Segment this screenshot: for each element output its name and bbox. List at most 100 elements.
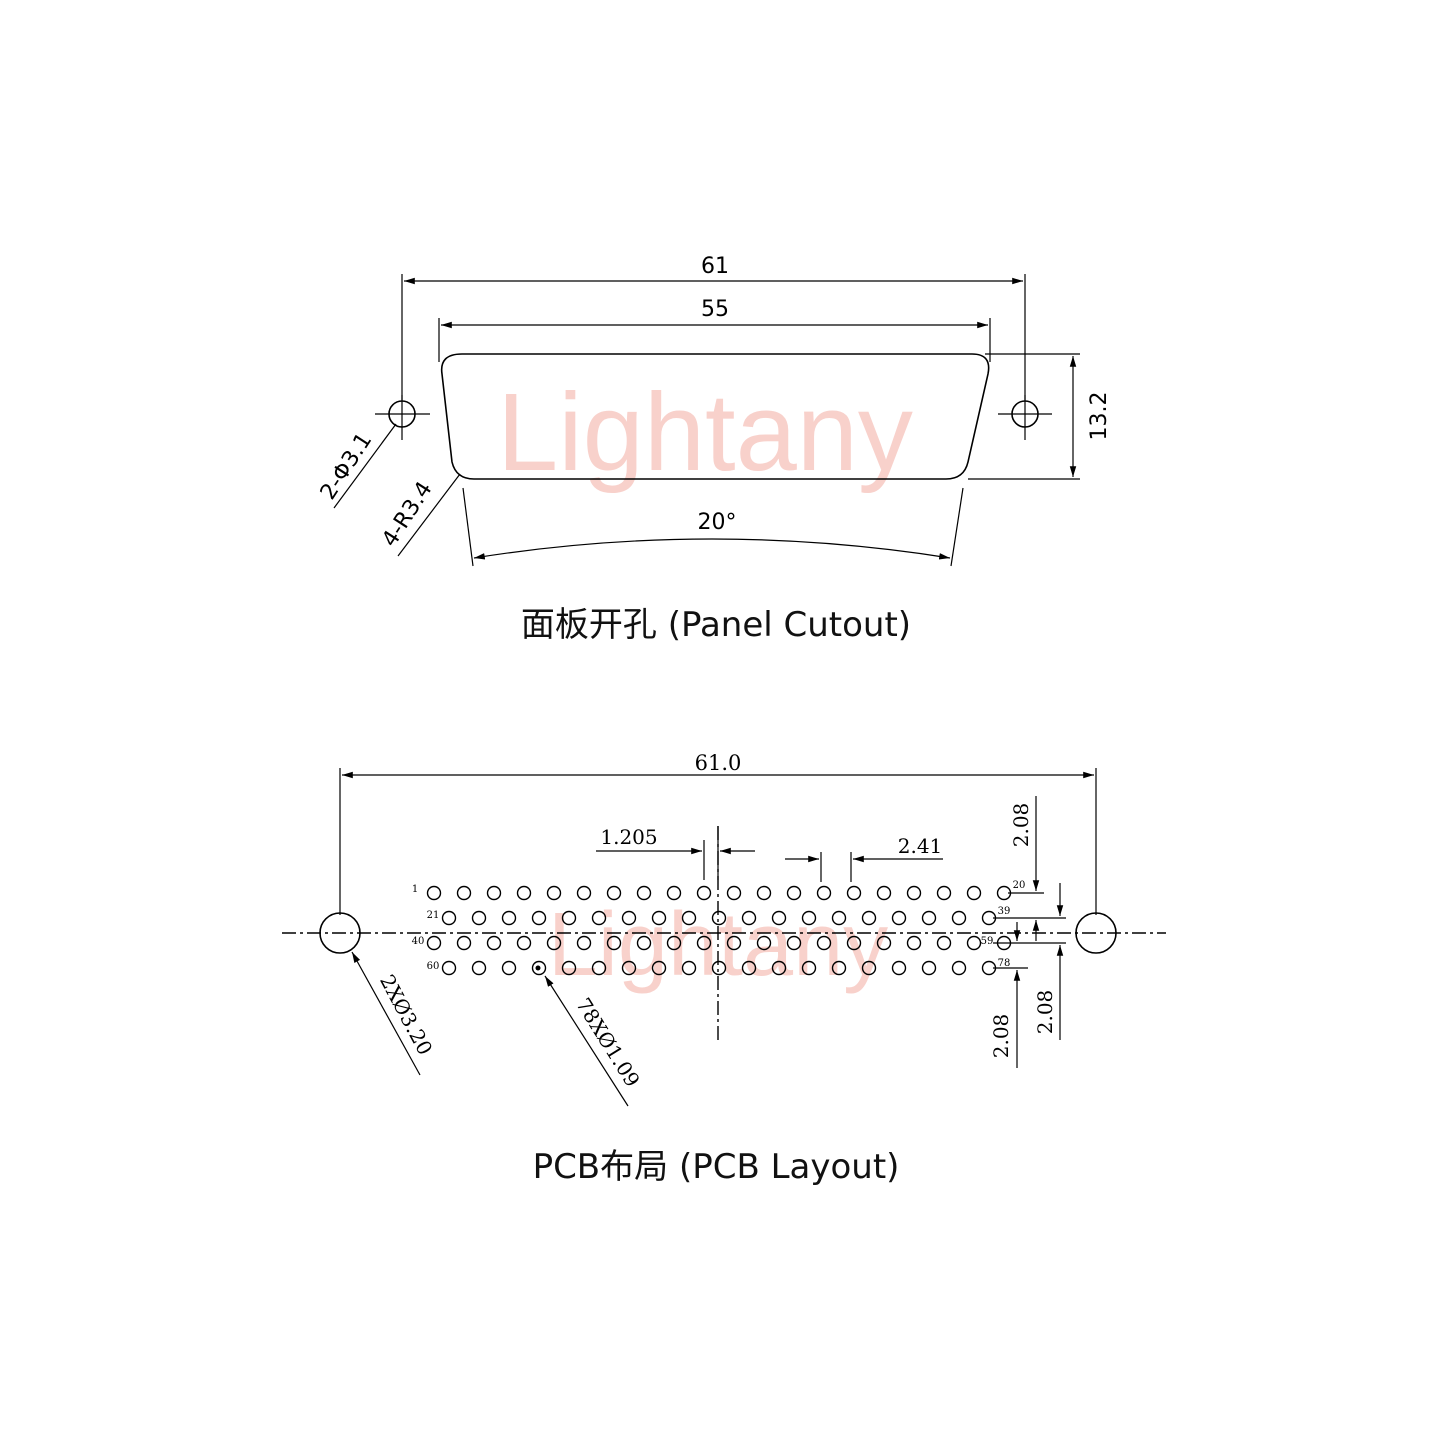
pin-hole-50 <box>726 935 742 951</box>
panel-dim-61: 61 <box>701 254 729 279</box>
panel-cutout-drawing: Lightany 61 55 13.2 2-Φ3.1 4-R3.4 <box>316 254 1112 645</box>
panel-dim-angle: 20° <box>698 510 737 535</box>
pin-hole-57 <box>936 935 952 951</box>
panel-angle-ext-left <box>462 487 474 567</box>
pin-hole-70 <box>741 960 757 976</box>
pin-hole-66 <box>621 960 637 976</box>
pin-hole-33 <box>801 910 817 926</box>
panel-note-radius: 4-R3.4 <box>377 477 437 551</box>
pin-hole-35 <box>861 910 877 926</box>
pin-hole-42 <box>486 935 502 951</box>
pin-hole-14 <box>816 885 832 901</box>
pin-hole-10 <box>696 885 712 901</box>
row-label-20: 20 <box>1013 880 1026 891</box>
pin-hole-36 <box>891 910 907 926</box>
pin-hole-56 <box>906 935 922 951</box>
pin-hole-61 <box>471 960 487 976</box>
pcb-caption: PCB布局 (PCB Layout) <box>533 1147 900 1187</box>
pin-hole-27 <box>621 910 637 926</box>
pcb-dim-2-08-top: 2.08 <box>1009 803 1033 848</box>
panel-watermark: Lightany <box>497 371 913 494</box>
pin-hole-18 <box>936 885 952 901</box>
pin-hole-25 <box>561 910 577 926</box>
pin-hole-60 <box>441 960 457 976</box>
pin-hole-26 <box>591 910 607 926</box>
pin-hole-54 <box>846 935 862 951</box>
pcb-dim-2-41: 2.41 <box>898 834 943 858</box>
panel-caption: 面板开孔 (Panel Cutout) <box>521 605 911 645</box>
pin-hole-72 <box>801 960 817 976</box>
pin-hole-68 <box>681 960 697 976</box>
pcb-mount-leader <box>351 951 421 1076</box>
pin-hole-31 <box>741 910 757 926</box>
pin-hole-67 <box>651 960 667 976</box>
pin-hole-77 <box>951 960 967 976</box>
pin-hole-13 <box>786 885 802 901</box>
pin-hole-34 <box>831 910 847 926</box>
pin-hole-29 <box>681 910 697 926</box>
pin-hole-51 <box>756 935 772 951</box>
pin-hole-1 <box>426 885 442 901</box>
pin-hole-22 <box>471 910 487 926</box>
pin-hole-2 <box>456 885 472 901</box>
row-label-1: 1 <box>412 884 418 895</box>
pin-hole-74 <box>861 960 877 976</box>
pin-hole-46 <box>606 935 622 951</box>
panel-cutout-outline <box>440 353 990 480</box>
row-label-60: 60 <box>427 961 440 972</box>
pcb-mount-hole-right <box>1075 912 1117 954</box>
pin-hole-73 <box>831 960 847 976</box>
pcb-dim-2-08-bottom-left: 2.08 <box>989 1014 1013 1059</box>
pin-hole-32 <box>771 910 787 926</box>
pin-hole-45 <box>576 935 592 951</box>
pin-hole-52 <box>786 935 802 951</box>
row-label-21: 21 <box>427 910 440 921</box>
pin-hole-8 <box>636 885 652 901</box>
pin-hole-5 <box>546 885 562 901</box>
pcb-pin-grid <box>426 885 1012 976</box>
row-label-78: 78 <box>998 958 1011 969</box>
pcb-mount-hole-left <box>319 912 361 954</box>
pin-hole-7 <box>606 885 622 901</box>
pin-hole-28 <box>651 910 667 926</box>
pin-hole-6 <box>576 885 592 901</box>
pin-hole-71 <box>771 960 787 976</box>
pin-hole-48 <box>666 935 682 951</box>
pin-hole-58 <box>966 935 982 951</box>
pin-hole-55 <box>876 935 892 951</box>
pin-hole-3 <box>486 885 502 901</box>
row-label-39: 39 <box>998 906 1011 917</box>
panel-dim-55: 55 <box>701 297 729 322</box>
panel-radius-leader <box>397 473 461 557</box>
pin-hole-44 <box>546 935 562 951</box>
pin-hole-23 <box>501 910 517 926</box>
row-label-59: 59 <box>981 936 994 947</box>
pin-hole-9 <box>666 885 682 901</box>
pcb-note-mount: 2XØ3.20 <box>375 970 437 1059</box>
panel-dim-13-2: 13.2 <box>1087 392 1112 441</box>
pin-hole-63 <box>531 960 547 976</box>
pcb-dim-2-08-bottom-right: 2.08 <box>1033 990 1057 1035</box>
pin-hole-62 <box>501 960 517 976</box>
pin-hole-75 <box>891 960 907 976</box>
pin-hole-24 <box>531 910 547 926</box>
pcb-note-pins: 78XØ1.09 <box>571 993 644 1091</box>
pin-hole-12 <box>756 885 772 901</box>
pcb-dim-1-205: 1.205 <box>600 825 657 849</box>
panel-hole-leader <box>333 423 397 509</box>
pin-hole-43 <box>516 935 532 951</box>
pin-hole-21 <box>441 910 457 926</box>
pin-hole-17 <box>906 885 922 901</box>
panel-note-holes: 2-Φ3.1 <box>316 429 377 505</box>
pin-hole-15 <box>846 885 862 901</box>
pin-hole-40 <box>426 935 442 951</box>
pin-hole-65 <box>591 960 607 976</box>
pin-hole-49 <box>696 935 712 951</box>
pin-hole-47 <box>636 935 652 951</box>
pin-hole-11 <box>726 885 742 901</box>
pcb-pin-leader-dot <box>535 965 541 971</box>
pin-hole-30 <box>711 910 727 926</box>
pcb-layout-drawing: Lightany 61.0 1 20 21 39 40 59 60 78 1.2… <box>282 751 1166 1187</box>
pin-hole-53 <box>816 935 832 951</box>
